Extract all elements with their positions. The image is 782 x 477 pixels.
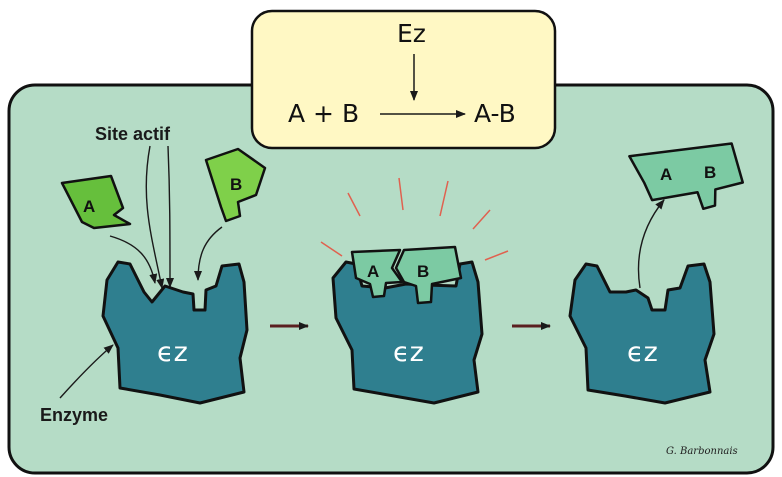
enzyme-symbol-3: ϵz	[627, 337, 658, 368]
substrate-b-arrow	[194, 226, 223, 281]
product-arrow	[637, 199, 665, 289]
product-shape	[628, 142, 745, 211]
bound-substrate-b-label: B	[417, 262, 429, 281]
enzyme-shape-2	[331, 260, 484, 405]
equation-enzyme: Ez	[397, 19, 426, 48]
enzyme-symbol-1: ϵz	[157, 337, 188, 368]
enzyme-shape-3	[568, 262, 716, 405]
equation-box	[250, 9, 557, 150]
substrate-b-shape	[204, 147, 267, 223]
bound-substrate-a-label: A	[367, 262, 379, 281]
substrate-a-label: A	[83, 197, 95, 216]
enzyme-label-arrow	[59, 344, 114, 399]
active-site-label: Site actif	[95, 124, 171, 144]
bound-substrate-a-shape	[350, 248, 404, 299]
active-site-arrow-left	[145, 145, 165, 289]
substrate-a-arrow	[109, 235, 158, 284]
equation-product: A-B	[474, 99, 516, 128]
product-a-label: A	[660, 165, 672, 184]
enzyme-symbol-2: ϵz	[393, 337, 424, 368]
enzyme-shape-1	[101, 260, 249, 405]
bound-substrate-b-shape	[394, 245, 463, 305]
substrate-a-shape	[60, 174, 132, 230]
product-b-label: B	[704, 163, 716, 182]
substrate-b-label: B	[230, 175, 242, 194]
enzyme-label: Enzyme	[40, 405, 108, 425]
equation-reactants: A + B	[288, 99, 359, 128]
signature: G. Barbonnais	[666, 446, 738, 457]
active-site-arrow-right	[165, 145, 174, 288]
activation-burst	[320, 177, 509, 261]
